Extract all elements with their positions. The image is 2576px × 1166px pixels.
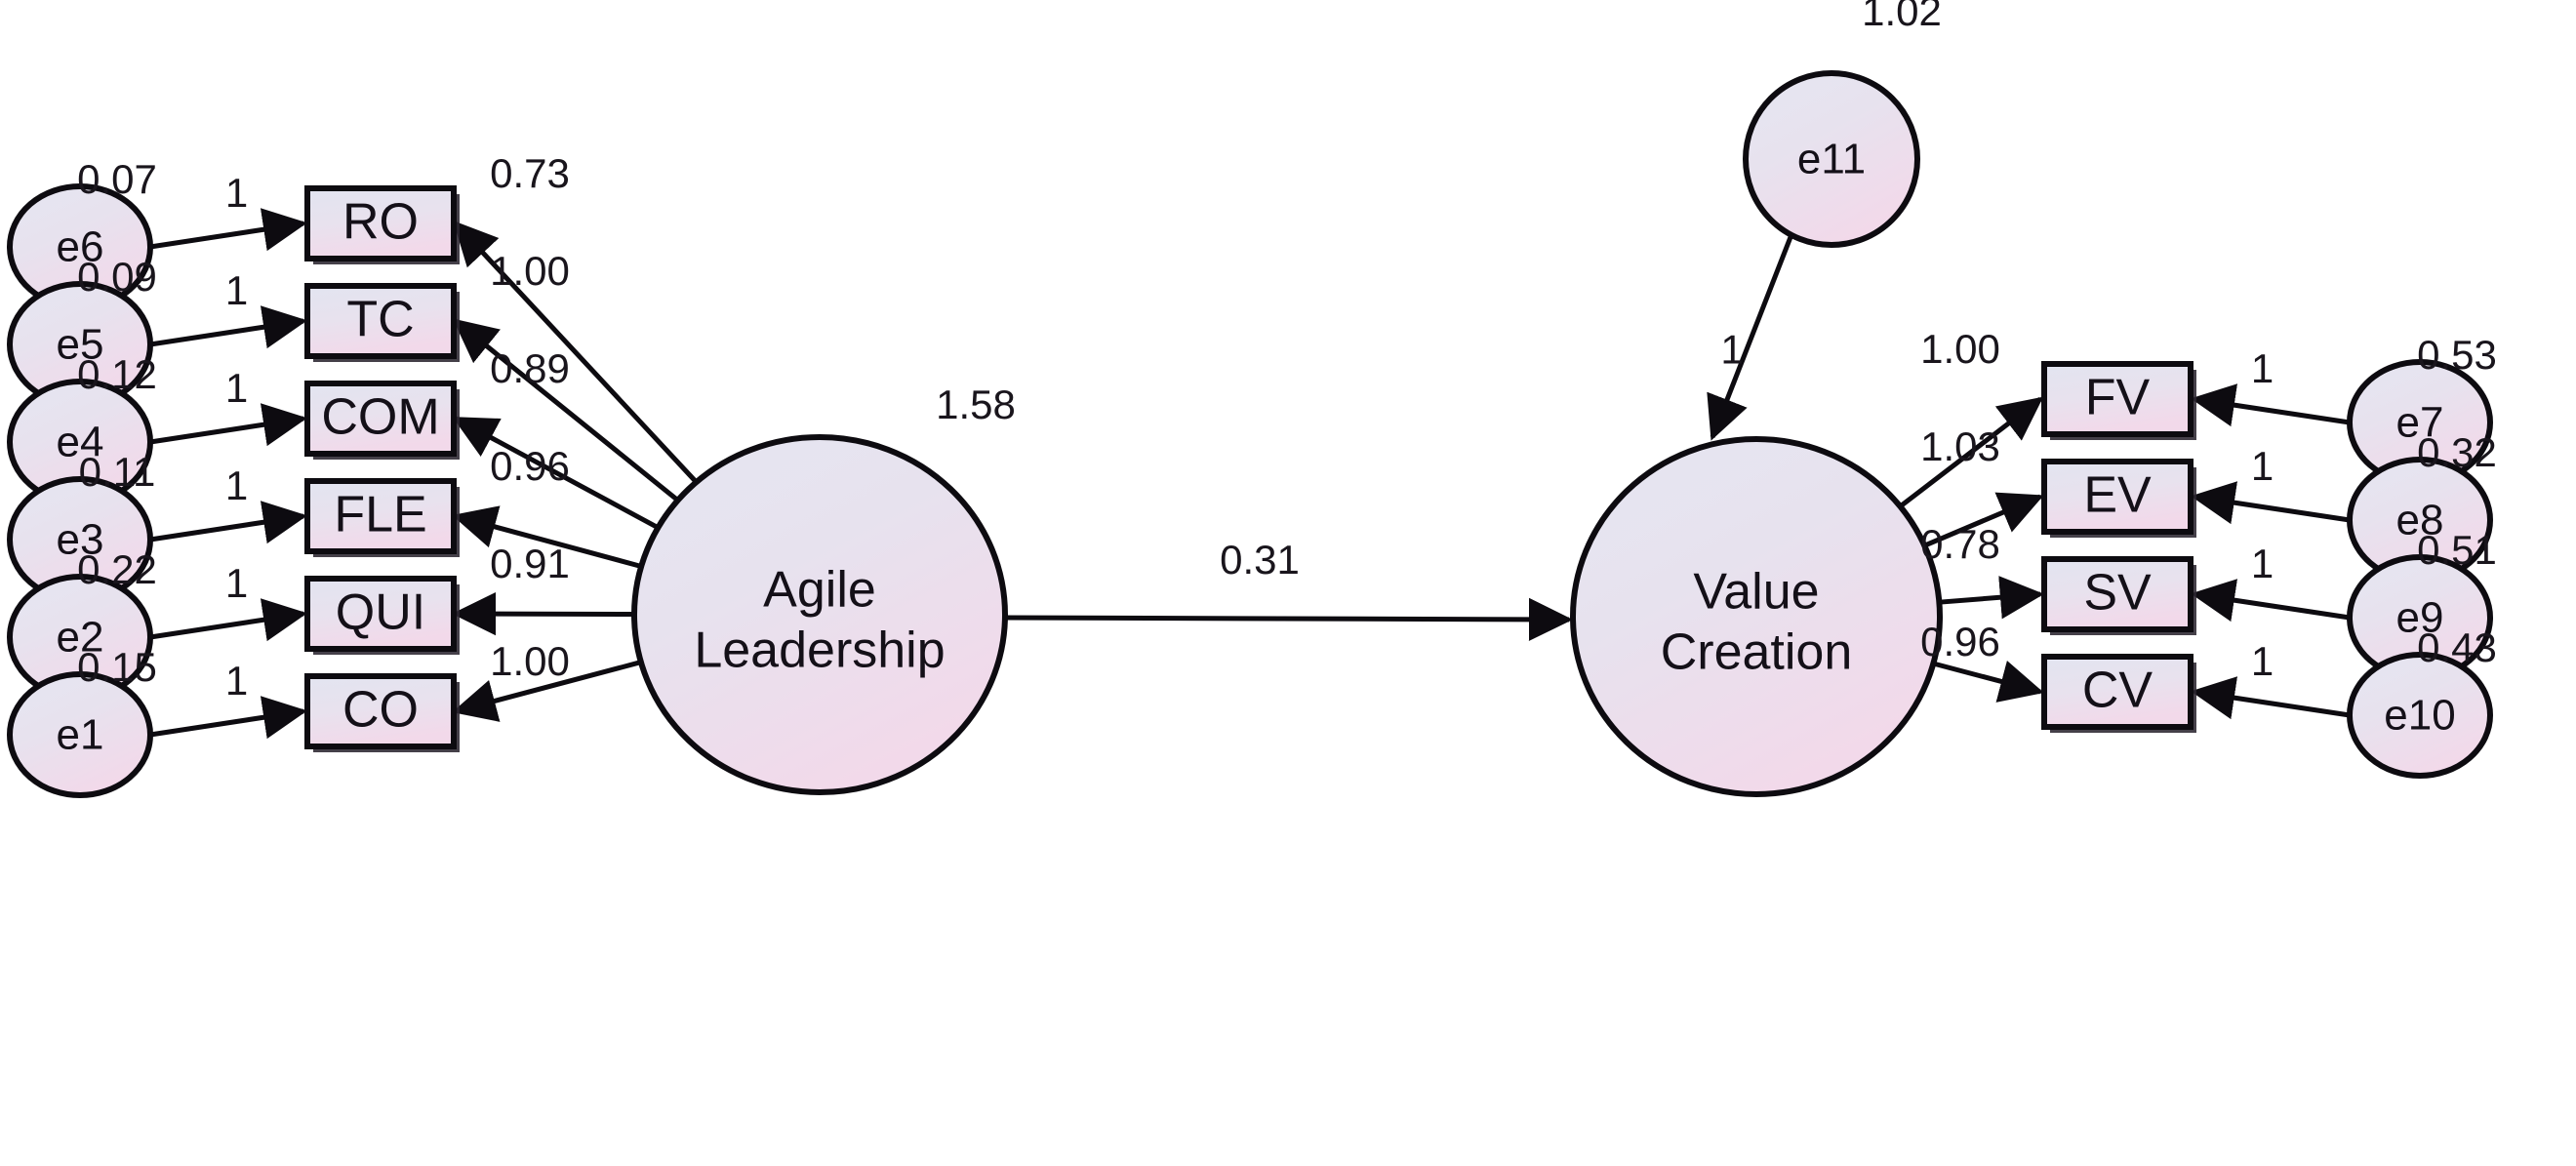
loading-label-agile-RO: 0.73 [490,150,570,196]
indicator-label-COM: COM [321,389,439,446]
indicator-box-CO[interactable] [304,673,457,749]
indicator-label-RO: RO [342,194,419,251]
error-variance-e10: 0.43 [2417,624,2497,670]
error-arrow-e4-to-COM [149,403,307,447]
loading-arrow-value-to-EV [1923,492,2044,548]
loading-arrow-value-to-CV [1932,661,2044,703]
error-ellipse-e1[interactable] [7,671,153,798]
loading-arrow-agile-to-TC [452,318,680,503]
error-loading-e1: 1 [225,658,248,704]
edges-layer [149,208,2351,740]
latent-variance-agile: 1.58 [936,382,1016,427]
loading-label-agile-COM: 0.89 [490,345,570,391]
error-label-e10: e10 [2384,692,2455,740]
nodes-layer [7,70,2493,798]
loading-label-value-SV: 0.78 [1920,521,2000,567]
error-variance-e8: 0.32 [2417,429,2497,475]
error-loading-e5: 1 [225,267,248,313]
error-variance-e4: 0.12 [77,351,157,397]
error-arrow-e3-to-FLE [149,501,307,544]
indicator-label-EV: EV [2083,467,2152,524]
loading-label-value-FV: 1.00 [1920,326,2000,372]
error-label-e3: e3 [57,516,104,564]
error-label-e8: e8 [2396,497,2444,544]
loading-label-agile-FLE: 0.96 [490,443,570,489]
indicator-label-CO: CO [342,682,419,739]
indicator-box-EV[interactable] [2041,459,2194,535]
loading-arrow-value-to-FV [1898,396,2044,509]
latent-label-agile-line1: Agile [763,562,876,619]
error-loading-e3: 1 [225,462,248,508]
latent-circle-agile-leadership[interactable] [631,434,1008,795]
error-label-e5: e5 [57,321,104,369]
indicator-box-CV[interactable] [2041,654,2194,730]
disturbance-ellipse-e11[interactable] [1743,70,1920,248]
loading-label-value-EV: 1.03 [1920,423,2000,469]
latent-label-value-line1: Value [1693,564,1819,621]
error-loading-e6: 1 [225,170,248,216]
disturbance-variance-e11: 1.02 [1862,0,1942,34]
error-label-e4: e4 [57,419,104,466]
indicator-label-TC: TC [346,292,414,348]
disturbance-arrow-e11-to-value [1707,236,1793,441]
loading-arrow-agile-to-COM [452,416,660,530]
error-loading-e10: 1 [2251,638,2274,684]
error-label-e9: e9 [2396,594,2444,642]
error-label-e6: e6 [57,223,104,271]
error-loading-e2: 1 [225,560,248,606]
error-loading-e9: 1 [2251,541,2274,586]
indicator-label-CV: CV [2082,663,2153,719]
indicator-box-TC[interactable] [304,283,457,359]
indicator-label-SV: SV [2083,565,2152,622]
latent-circle-value-creation[interactable] [1570,436,1943,797]
loading-arrow-agile-to-CO [452,660,642,722]
error-arrow-e6-to-RO [149,208,307,252]
indicator-label-FLE: FLE [334,487,426,543]
error-arrow-e5-to-TC [149,305,307,349]
error-label-e7: e7 [2396,399,2444,447]
latent-label-agile-line2: Leadership [694,623,945,679]
error-arrow-e7-to-FV [2191,383,2351,427]
structural-path-agile-to-value [1004,597,1573,642]
error-arrow-e9-to-SV [2191,579,2351,623]
indicator-box-FV[interactable] [2041,361,2194,437]
error-variance-e5: 0.09 [77,254,157,300]
indicator-box-FLE[interactable] [304,478,457,554]
error-loading-e7: 1 [2251,345,2274,391]
loading-arrow-value-to-SV [1939,576,2044,620]
error-loading-e4: 1 [225,365,248,411]
structural-path-coefficient: 0.31 [1220,537,1300,583]
error-loading-e8: 1 [2251,443,2274,489]
disturbance-loading-e11: 1 [1720,327,1743,373]
loading-label-agile-TC: 1.00 [490,248,570,294]
error-ellipse-e10[interactable] [2347,652,2493,779]
error-arrow-e8-to-EV [2191,481,2351,525]
error-variance-e3: 0.11 [79,449,156,495]
loading-arrow-agile-to-FLE [452,505,642,569]
error-variance-e1: 0.15 [77,644,157,690]
error-arrow-e1-to-CO [149,696,307,740]
indicator-label-QUI: QUI [336,584,425,641]
loading-label-agile-QUI: 0.91 [490,541,570,586]
indicator-box-QUI[interactable] [304,576,457,652]
error-variance-e6: 0.07 [77,156,157,202]
loading-label-value-CV: 0.96 [1920,619,2000,664]
loading-arrow-agile-to-RO [453,221,699,484]
loading-label-agile-CO: 1.00 [490,638,570,684]
error-variance-e7: 0.53 [2417,332,2497,378]
indicator-box-RO[interactable] [304,185,457,261]
error-arrow-e2-to-QUI [149,598,307,642]
error-label-e1: e1 [57,711,104,759]
latent-label-value-line2: Creation [1661,624,1853,681]
disturbance-label-e11: e11 [1797,136,1866,183]
indicator-box-COM[interactable] [304,381,457,457]
error-label-e2: e2 [57,614,104,662]
error-variance-e9: 0.51 [2417,527,2497,573]
error-arrow-e10-to-CV [2191,676,2351,720]
error-variance-e2: 0.22 [77,546,157,592]
indicator-label-FV: FV [2085,370,2151,426]
indicator-box-SV[interactable] [2041,556,2194,632]
